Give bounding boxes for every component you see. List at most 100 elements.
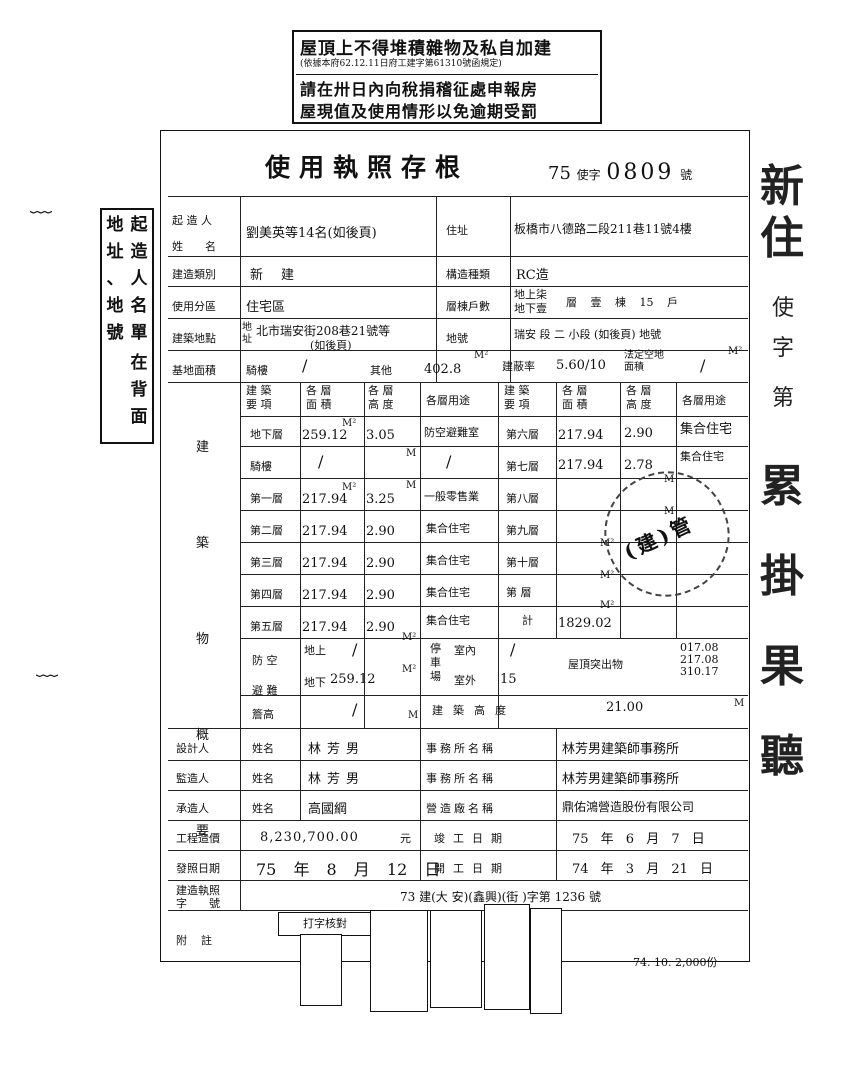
site-value: 北市瑞安街208巷21號等: [256, 324, 391, 338]
seal: [300, 934, 342, 1006]
unit-m2: M²: [402, 664, 417, 675]
eave-value: /: [352, 700, 358, 719]
parking-in-label: 室內: [454, 644, 476, 657]
floor-name: 第九層: [506, 524, 539, 537]
floors-value: 地上柒地下壹: [514, 288, 547, 315]
floor-name: 第七層: [506, 460, 539, 473]
license-value: 73 建(大 安)(鑫興)(街 )字第 1236 號: [400, 890, 601, 904]
attached-label: 騎樓: [246, 364, 268, 377]
cost-unit: 元: [400, 832, 411, 845]
other-value: 402.8: [424, 362, 462, 377]
margin-char: 聽: [760, 731, 804, 782]
unit-m2: M²: [600, 570, 615, 581]
shelter-label: 防 空避 難: [252, 654, 278, 697]
permit-form: [160, 130, 750, 962]
site-prefix: 地址: [242, 322, 252, 345]
other-label: 其他: [370, 364, 392, 377]
lot-value: 瑞安 段 二 小段 (如後頁) 地號: [514, 328, 662, 341]
contractor-name-label: 姓名: [252, 802, 274, 815]
unit-m2: M²: [342, 482, 357, 493]
floor-area: 217.94: [302, 588, 348, 603]
col-header-area-r: 各 層面 積: [562, 384, 588, 411]
margin-mark: ﹏: [36, 656, 59, 681]
supervisor-office-label: 事務所名稱: [426, 772, 496, 785]
floor-use: 集合住宅: [426, 586, 470, 599]
start-value: 74 年 3 月 21 日: [572, 862, 714, 877]
building-height-value: 21.00: [606, 700, 644, 715]
eave-label: 簷高: [252, 708, 274, 721]
unit-m: M: [734, 698, 745, 709]
coverage-value: 5.60/10: [556, 358, 606, 373]
site-value-2: (如後頁): [310, 339, 352, 352]
roof-label: 屋頂突出物: [568, 658, 623, 671]
floor-name: 騎樓: [250, 460, 272, 473]
contractor-name: 高國綱: [308, 802, 348, 817]
floor-name: 第三層: [250, 556, 283, 569]
margin-mark: ﹋: [30, 211, 53, 236]
zone-value: 住宅區: [246, 300, 286, 315]
shelter-down-value: 259.12: [330, 672, 376, 687]
seal: [370, 910, 428, 1012]
structure-value: RC造: [516, 268, 549, 283]
permit-number: 75 使字 0809 號: [548, 160, 693, 185]
top-notice-stamp: 屋頂上不得堆積雜物及私自加建 (依據本府62.12.11日府工建字第61310號…: [292, 30, 602, 124]
contractor-label: 承造人: [176, 802, 209, 815]
side-col-2: 地址、地號: [106, 215, 124, 343]
margin-char: 新: [760, 161, 804, 212]
margin-char: 累: [760, 461, 804, 512]
floor-area: 217.94: [302, 620, 348, 635]
floor-area: 259.12: [302, 428, 348, 443]
coverage-label: 建蔽率: [502, 360, 535, 373]
col-header-item-r: 建 築要 項: [504, 384, 530, 411]
floor-use: 一般零售業: [424, 490, 479, 503]
supervisor-name: 林芳男: [308, 772, 366, 787]
build-type-value: 新建: [250, 268, 313, 283]
floor-name: 第一層: [250, 492, 283, 505]
unit-m2: M²: [600, 538, 615, 549]
shelter-up-value: /: [352, 640, 358, 659]
unit-m2: M²: [728, 346, 743, 357]
stamp-line-1: 屋頂上不得堆積雜物及私自加建: [300, 39, 552, 59]
parking-label: 停車場: [430, 642, 441, 683]
applicant-value: 劉美英等14名(如後頁): [246, 226, 377, 241]
floor-area: 217.94: [302, 524, 348, 539]
unit-m: M: [406, 448, 417, 459]
parking-in-value: /: [510, 640, 516, 659]
stamp-line-2: (依據本府62.12.11日府工建字第61310號函規定): [300, 59, 502, 69]
col-header-height-r: 各 層高 度: [626, 384, 652, 411]
form-footer: 74. 10. 2,000份: [633, 956, 718, 969]
side-col-1: 起造人名單: [130, 215, 148, 343]
unit-m: M: [406, 480, 417, 491]
unit-m2: M²: [402, 632, 417, 643]
margin-char: 使: [772, 296, 795, 321]
build-type-label: 建造類別: [172, 268, 216, 281]
supervisor-office: 林芳男建築師事務所: [562, 772, 680, 787]
unit-m2: M²: [342, 418, 357, 429]
address-value: 板橋市八德路二段211巷11號4樓: [514, 222, 692, 236]
floor-name: 計: [522, 614, 533, 627]
note-label: 附註: [176, 934, 226, 947]
contractor-company: 鼎佑鴻營造股份有限公司: [562, 800, 695, 814]
shelter-up-label: 地上: [304, 644, 326, 657]
license-label: 建造執照字 號: [176, 884, 220, 910]
floor-use: 集合住宅: [680, 450, 724, 463]
designer-name: 林芳男: [308, 742, 366, 757]
designer-office-label: 事務所名稱: [426, 742, 496, 755]
floor-name: 第二層: [250, 524, 283, 537]
floor-height: 2.90: [366, 620, 395, 635]
unit-m: M: [664, 474, 675, 485]
base-area-label: 基地面積: [172, 364, 216, 377]
stamp-line-4: 屋現值及使用情形以免逾期受罰: [300, 102, 539, 121]
floor-height: 2.90: [624, 426, 653, 441]
seal: [430, 910, 482, 1008]
designer-office: 林芳男建築師事務所: [562, 742, 680, 757]
parking-out-value: 15: [500, 672, 517, 687]
floor-name: 第八層: [506, 492, 539, 505]
floor-use: 防空避難室: [424, 426, 479, 439]
designer-name-label: 姓名: [252, 742, 274, 755]
seal: [530, 908, 562, 1014]
col-header-height: 各 層高 度: [368, 384, 394, 411]
floor-height: 2.78: [624, 458, 653, 473]
floor-use: /: [446, 452, 452, 471]
